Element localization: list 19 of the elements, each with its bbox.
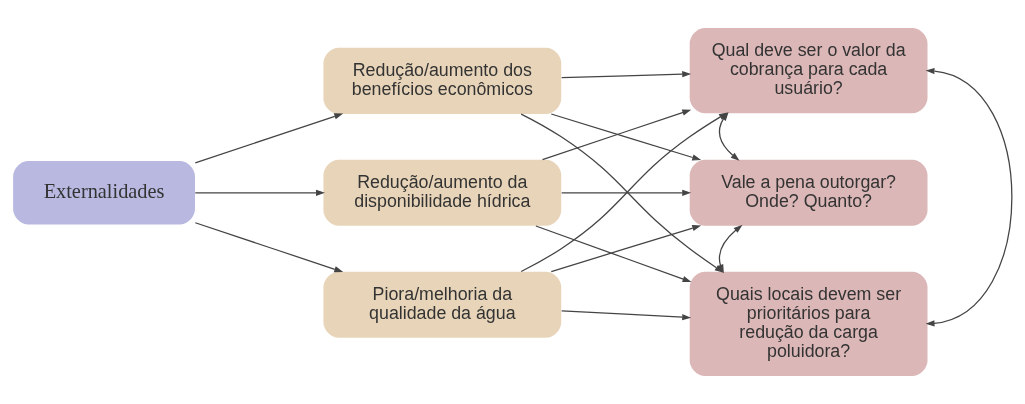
arrow [717, 224, 743, 274]
arrow [550, 113, 702, 161]
arrow [535, 225, 692, 283]
arrow [561, 310, 692, 321]
arrow [561, 71, 692, 79]
node-box: Qual deve ser o valor da cobrança para cada usuário? [689, 28, 928, 114]
arrow [194, 113, 344, 164]
arrow [550, 225, 702, 273]
node-box: Redução/aumento da disponibilidade hídrica [323, 159, 562, 226]
node-box: Redução/aumento dos benefícios econômicos [323, 47, 562, 114]
node-box: Externalidades [13, 161, 195, 225]
arrow [561, 189, 692, 196]
node-box: Vale a pena outorgar? Onde? Quanto? [689, 159, 928, 226]
arrow [194, 222, 344, 273]
arrow [925, 67, 1013, 327]
node-box: Quais locais devem ser prioritários para redução da carga poluidora? [689, 271, 928, 376]
arrow [541, 109, 692, 161]
arrow [194, 189, 325, 196]
node-box: Piora/melhoria da qualidade da água [323, 271, 562, 338]
